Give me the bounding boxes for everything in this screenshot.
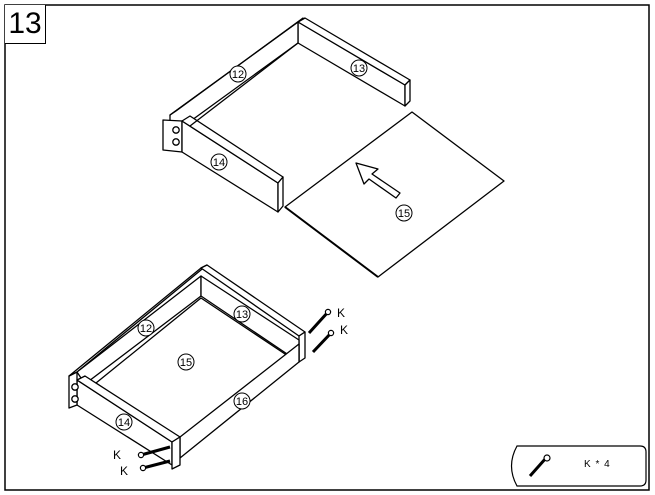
side-panel-12-top xyxy=(169,17,304,116)
front-panel-end xyxy=(162,119,183,153)
screw-label-k: K xyxy=(113,448,121,462)
hardware-count: K * 4 xyxy=(584,459,611,470)
part-marker-13-bottom xyxy=(233,305,251,323)
screw-label-k: K xyxy=(120,464,128,478)
screw-label-k: K xyxy=(337,306,345,320)
part-label-12-bottom: 12 xyxy=(140,323,152,335)
hole-bottom xyxy=(172,138,180,146)
insert-arrow-icon xyxy=(355,162,401,199)
side-panel-16-end xyxy=(171,436,181,470)
hole-top xyxy=(71,383,79,391)
screw-shaft xyxy=(140,445,171,457)
inner-edge xyxy=(189,42,299,127)
hole-bottom xyxy=(71,395,79,403)
screw-shaft xyxy=(307,310,330,335)
back-panel-13-end xyxy=(298,331,306,363)
screw-label-k: K xyxy=(340,323,348,337)
part-label-14-bottom: 14 xyxy=(118,417,130,429)
part-label-15-bottom: 15 xyxy=(180,357,192,369)
screws-back xyxy=(307,308,335,354)
screw-head-icon xyxy=(327,329,335,337)
part-label-13-bottom: 13 xyxy=(236,309,248,321)
bottom-labels: 12 13 15 14 16 xyxy=(115,305,251,431)
part-marker-16-bottom xyxy=(233,392,251,410)
hole-top xyxy=(172,126,180,134)
top-assembly xyxy=(162,17,505,278)
part-marker-12-top xyxy=(229,65,247,83)
part-marker-15-bottom xyxy=(177,353,195,371)
step-number: 13 xyxy=(5,5,46,44)
screw-shaft xyxy=(142,459,171,470)
part-label-13-top: 13 xyxy=(353,63,365,75)
screw-head-icon xyxy=(324,308,332,316)
part-marker-13-top xyxy=(350,59,368,77)
back-panel-13-end xyxy=(404,79,411,107)
screw-shaft xyxy=(311,331,333,354)
screws-front xyxy=(137,445,171,472)
page-border xyxy=(4,4,650,491)
legend-screw-icon xyxy=(528,454,551,477)
hardware-legend-box xyxy=(510,445,647,487)
bottom-panel-edge xyxy=(284,206,379,278)
part-label-14-top: 14 xyxy=(213,157,225,169)
part-label-16-bottom: 16 xyxy=(236,396,248,408)
part-marker-14-top xyxy=(210,153,228,171)
part-label-15-top: 15 xyxy=(398,208,410,220)
top-labels: 12 13 14 15 xyxy=(210,59,413,222)
screw-head-icon xyxy=(137,451,145,459)
part-marker-14-bottom xyxy=(115,413,133,431)
part-marker-12-bottom xyxy=(137,319,155,337)
front-panel-14-end xyxy=(277,176,284,213)
part-marker-15-top xyxy=(395,204,413,222)
part-label-12-top: 12 xyxy=(232,69,244,81)
screw-head-icon xyxy=(139,464,147,472)
